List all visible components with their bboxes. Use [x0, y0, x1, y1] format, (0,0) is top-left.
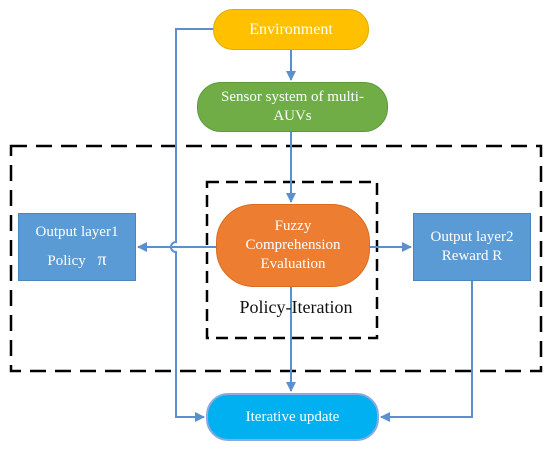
- environment-node: Environment: [213, 9, 369, 50]
- sensor-label-line1: Sensor system of multi-: [221, 89, 364, 106]
- pi-symbol: π: [97, 249, 107, 269]
- iterative-update-label: Iterative update: [245, 408, 340, 425]
- fuzzy-label-line3: Evaluation: [260, 255, 326, 272]
- sensor-system-node: Sensor system of multi- AUVs: [197, 82, 388, 132]
- environment-label: Environment: [249, 20, 333, 38]
- arrow-environment-loop-to-iterative: [170, 28, 213, 422]
- output1-policy-text: Policy: [47, 253, 86, 269]
- output2-label-line1: Output layer2: [430, 229, 514, 246]
- output-layer2-node: Output layer2 Reward R: [413, 213, 531, 281]
- policy-iteration-label: Policy-Iteration: [239, 297, 353, 317]
- fuzzy-evaluation-node: Fuzzy Comprehension Evaluation: [216, 204, 370, 287]
- output2-label-line2: Reward R: [441, 248, 503, 264]
- sensor-label-line2: AUVs: [273, 108, 312, 124]
- arrow-output2-to-iterative: [380, 281, 473, 422]
- output-layer1-node: Output layer1 Policy π: [18, 213, 136, 281]
- output1-label-line2: Policy π: [47, 248, 106, 271]
- outer-dashed-region: [9, 144, 543, 373]
- output1-label-line1: Output layer1: [35, 224, 119, 241]
- fuzzy-label-line2: Comprehension: [245, 237, 341, 254]
- fuzzy-label-line1: Fuzzy: [274, 218, 312, 235]
- iterative-update-node: Iterative update: [206, 393, 379, 441]
